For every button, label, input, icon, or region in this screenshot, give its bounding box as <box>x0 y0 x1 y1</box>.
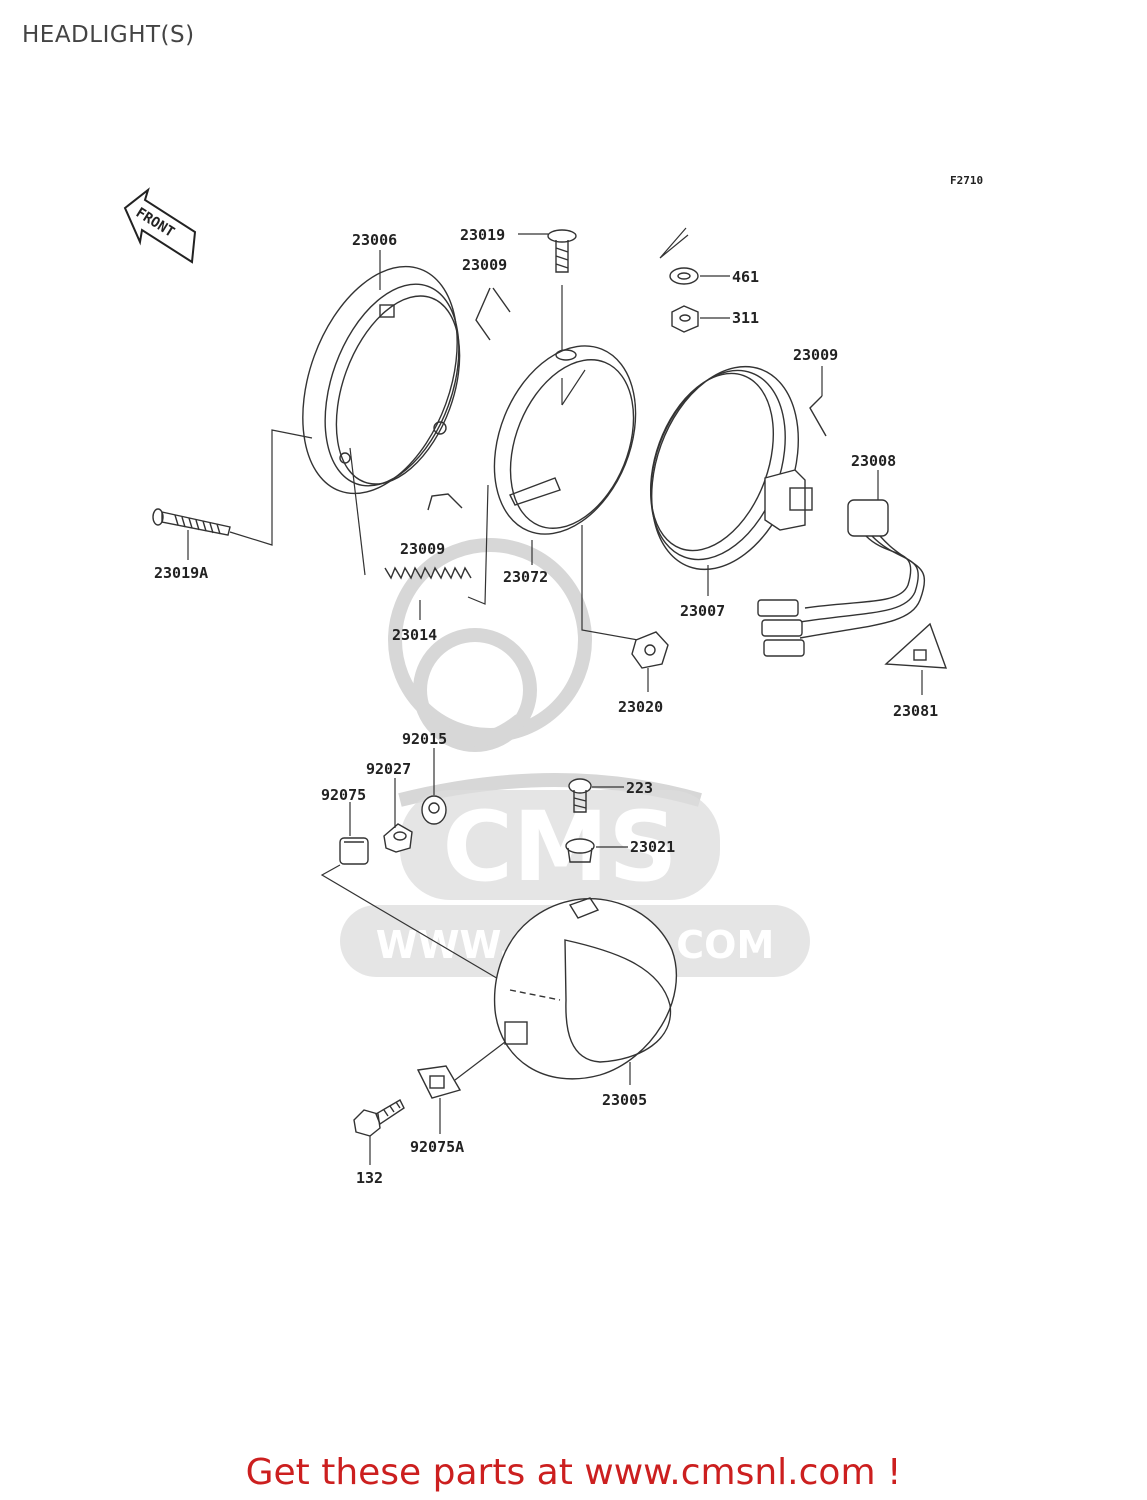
label-23019: 23019 <box>460 226 505 244</box>
label-223: 223 <box>626 779 653 797</box>
part-23019A-screw <box>152 508 231 536</box>
watermark-brand: CMS <box>442 791 677 903</box>
part-23009-clip-c <box>809 395 827 437</box>
part-132-bolt <box>353 1099 405 1137</box>
label-92075: 92075 <box>321 786 366 804</box>
page-title: HEADLIGHT(S) <box>22 22 195 48</box>
label-23009-a: 23009 <box>462 256 507 274</box>
label-23006: 23006 <box>352 231 397 249</box>
label-23020: 23020 <box>618 698 663 716</box>
label-23072: 23072 <box>503 568 548 586</box>
part-23014-spring <box>384 566 472 580</box>
label-92027: 92027 <box>366 760 411 778</box>
label-461: 461 <box>732 268 759 286</box>
footer-cta-link[interactable]: Get these parts at www.cmsnl.com ! <box>245 1452 902 1493</box>
part-92075A-damper <box>416 1065 462 1099</box>
part-92075-damper <box>339 837 369 865</box>
label-311: 311 <box>732 309 759 327</box>
label-23007: 23007 <box>680 602 725 620</box>
label-23009-b: 23009 <box>793 346 838 364</box>
part-23021-grommet <box>565 838 595 863</box>
part-223-bolt <box>568 778 592 813</box>
label-23014: 23014 <box>392 626 437 644</box>
label-23005: 23005 <box>602 1091 647 1109</box>
label-23021: 23021 <box>630 838 675 856</box>
part-311-nut <box>671 305 699 333</box>
part-23006-rim <box>302 265 461 495</box>
front-arrow-icon: FRONT <box>123 187 197 264</box>
part-23005-housing <box>493 897 678 1080</box>
label-23008: 23008 <box>851 452 896 470</box>
part-461-washer <box>669 267 699 285</box>
label-92075A: 92075A <box>410 1138 464 1156</box>
part-92015-grommet <box>421 795 447 825</box>
part-23081-cover <box>884 622 948 669</box>
part-23009-clip-b <box>475 287 491 341</box>
part-23072-ring <box>493 345 637 535</box>
part-23009-clip-a <box>427 493 463 511</box>
label-23009-c: 23009 <box>400 540 445 558</box>
part-23019-screw <box>547 229 577 273</box>
part-92027-collar <box>383 823 413 853</box>
part-23007-lamp-unit <box>649 365 813 571</box>
label-92015: 92015 <box>402 730 447 748</box>
part-23008-socket <box>757 499 926 657</box>
label-23019A: 23019A <box>154 564 208 582</box>
part-23020-nut <box>631 631 669 669</box>
figure-code: F2710 <box>950 174 983 187</box>
label-132: 132 <box>356 1169 383 1187</box>
label-23081: 23081 <box>893 702 938 720</box>
